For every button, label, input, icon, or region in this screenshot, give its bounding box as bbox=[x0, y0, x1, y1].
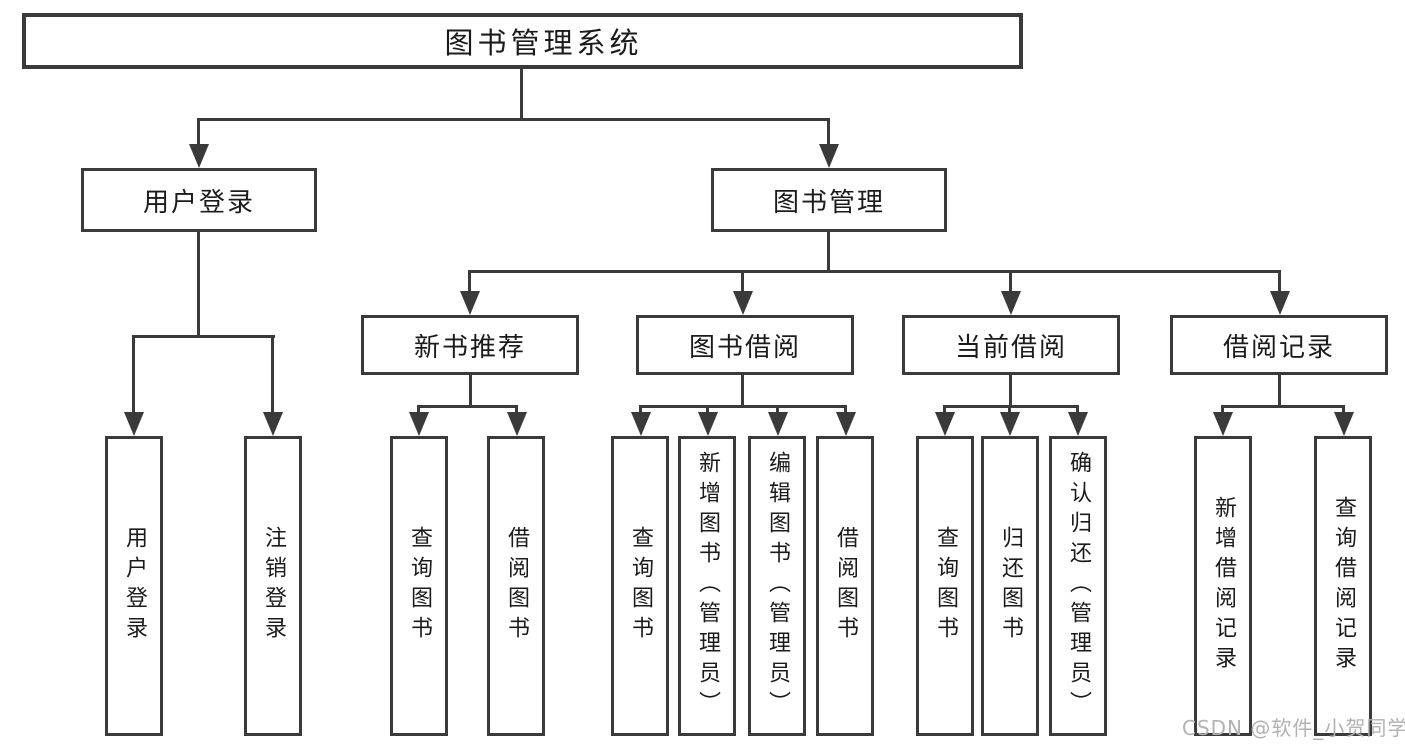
connector-drop-leaf-logout bbox=[271, 335, 274, 415]
connector-drop bbox=[417, 405, 420, 415]
node-current-borrow: 当前借阅 bbox=[902, 315, 1120, 375]
leaf-borrow-borrow-books: 借阅图书 bbox=[816, 436, 874, 736]
node-user-login: 用户登录 bbox=[81, 168, 317, 232]
node-book-management-label: 图书管理 bbox=[772, 187, 885, 218]
connector-drop bbox=[844, 405, 847, 415]
arrowhead-down-icon bbox=[1000, 412, 1020, 436]
node-new-book-recommend-label: 新书推荐 bbox=[413, 332, 526, 363]
connector-mgmt-stem bbox=[827, 232, 830, 272]
leaf-recommend-borrow-books: 借阅图书 bbox=[487, 436, 545, 736]
arrowhead-down-icon bbox=[1270, 291, 1290, 315]
leaf-recommend-borrow-books-label: 借阅图书 bbox=[504, 526, 529, 646]
arrowhead-down-icon bbox=[836, 412, 856, 436]
arrowhead-down-icon bbox=[1068, 412, 1088, 436]
node-borrow-records-label: 借阅记录 bbox=[1222, 332, 1335, 363]
connector-drop bbox=[1221, 405, 1224, 415]
connector-recommend-rail bbox=[417, 405, 518, 408]
leaf-user-login-label: 用户登录 bbox=[122, 526, 147, 646]
leaf-records-add-record-label: 新增借阅记录 bbox=[1211, 496, 1236, 676]
node-book-borrow: 图书借阅 bbox=[636, 315, 854, 375]
connector-root-rail bbox=[197, 118, 830, 121]
connector-login-rail bbox=[132, 335, 275, 338]
leaf-current-confirm-return-admin-label: 确认归还（管理员） bbox=[1066, 451, 1091, 721]
leaf-logout-label: 注销登录 bbox=[261, 526, 286, 646]
leaf-user-login: 用户登录 bbox=[105, 436, 163, 736]
node-library-management-system-label: 图书管理系统 bbox=[444, 26, 643, 60]
leaf-borrow-edit-books-admin-label: 编辑图书（管理员） bbox=[765, 451, 790, 721]
connector-recommend-stem bbox=[469, 375, 472, 408]
arrowhead-down-icon bbox=[1334, 412, 1354, 436]
connector-drop bbox=[1076, 405, 1079, 415]
leaf-current-return-books-label: 归还图书 bbox=[998, 526, 1023, 646]
connector-login-stem bbox=[197, 231, 200, 337]
connector-records-stem bbox=[1278, 375, 1281, 408]
leaf-borrow-edit-books-admin: 编辑图书（管理员） bbox=[748, 436, 806, 736]
leaf-logout: 注销登录 bbox=[244, 436, 302, 736]
leaf-current-query-books-label: 查询图书 bbox=[933, 526, 958, 646]
leaf-current-query-books: 查询图书 bbox=[916, 436, 974, 736]
connector-drop bbox=[515, 405, 518, 415]
arrowhead-down-icon bbox=[189, 144, 209, 168]
leaf-borrow-borrow-books-label: 借阅图书 bbox=[833, 526, 858, 646]
leaf-borrow-query-books-label: 查询图书 bbox=[628, 526, 653, 646]
leaf-borrow-add-books-admin: 新增图书（管理员） bbox=[678, 436, 736, 736]
arrowhead-down-icon bbox=[768, 412, 788, 436]
node-borrow-records: 借阅记录 bbox=[1170, 315, 1388, 375]
arrowhead-down-icon bbox=[631, 412, 651, 436]
connector-records-rail bbox=[1221, 405, 1345, 408]
arrowhead-down-icon bbox=[124, 412, 144, 436]
connector-root-stem bbox=[520, 69, 523, 120]
node-book-borrow-label: 图书借阅 bbox=[688, 332, 801, 363]
node-library-management-system: 图书管理系统 bbox=[22, 13, 1023, 69]
node-current-borrow-label: 当前借阅 bbox=[954, 332, 1067, 363]
connector-drop-user-login bbox=[197, 118, 200, 148]
connector-borrow-stem bbox=[741, 375, 744, 408]
leaf-current-return-books: 归还图书 bbox=[981, 436, 1039, 736]
leaf-recommend-query-books-label: 查询图书 bbox=[407, 526, 432, 646]
leaf-records-query-record: 查询借阅记录 bbox=[1314, 436, 1372, 736]
connector-drop-borrow bbox=[741, 270, 744, 294]
leaf-borrow-add-books-admin-label: 新增图书（管理员） bbox=[695, 451, 720, 721]
arrowhead-down-icon bbox=[460, 291, 480, 315]
node-book-management: 图书管理 bbox=[711, 168, 947, 232]
arrowhead-down-icon bbox=[409, 412, 429, 436]
connector-drop bbox=[776, 405, 779, 415]
connector-mgmt-rail bbox=[469, 270, 1281, 273]
leaf-records-add-record: 新增借阅记录 bbox=[1194, 436, 1252, 736]
connector-drop bbox=[706, 405, 709, 415]
connector-borrow-rail bbox=[639, 405, 847, 408]
node-new-book-recommend: 新书推荐 bbox=[361, 315, 579, 375]
leaf-recommend-query-books: 查询图书 bbox=[390, 436, 448, 736]
arrowhead-down-icon bbox=[1213, 412, 1233, 436]
leaf-borrow-query-books: 查询图书 bbox=[611, 436, 669, 736]
connector-current-stem bbox=[1009, 375, 1012, 408]
arrowhead-down-icon bbox=[935, 412, 955, 436]
leaf-records-query-record-label: 查询借阅记录 bbox=[1331, 496, 1356, 676]
csdn-watermark: CSDN @软件_小贺同学 bbox=[1182, 716, 1405, 740]
connector-drop-current bbox=[1009, 270, 1012, 294]
connector-drop-leaf-login bbox=[132, 335, 135, 415]
arrowhead-down-icon bbox=[1001, 291, 1021, 315]
node-user-login-label: 用户登录 bbox=[142, 187, 255, 218]
arrowhead-down-icon bbox=[819, 144, 839, 168]
connector-drop-book-management bbox=[827, 118, 830, 148]
connector-drop bbox=[1342, 405, 1345, 415]
connector-drop bbox=[639, 405, 642, 415]
connector-drop-records bbox=[1278, 270, 1281, 294]
arrowhead-down-icon bbox=[733, 291, 753, 315]
arrowhead-down-icon bbox=[698, 412, 718, 436]
arrowhead-down-icon bbox=[263, 412, 283, 436]
leaf-current-confirm-return-admin: 确认归还（管理员） bbox=[1049, 436, 1107, 736]
connector-drop-recommend bbox=[468, 270, 471, 294]
arrowhead-down-icon bbox=[507, 412, 527, 436]
connector-drop bbox=[943, 405, 946, 415]
connector-drop bbox=[1008, 405, 1011, 415]
connector-current-rail bbox=[943, 405, 1079, 408]
